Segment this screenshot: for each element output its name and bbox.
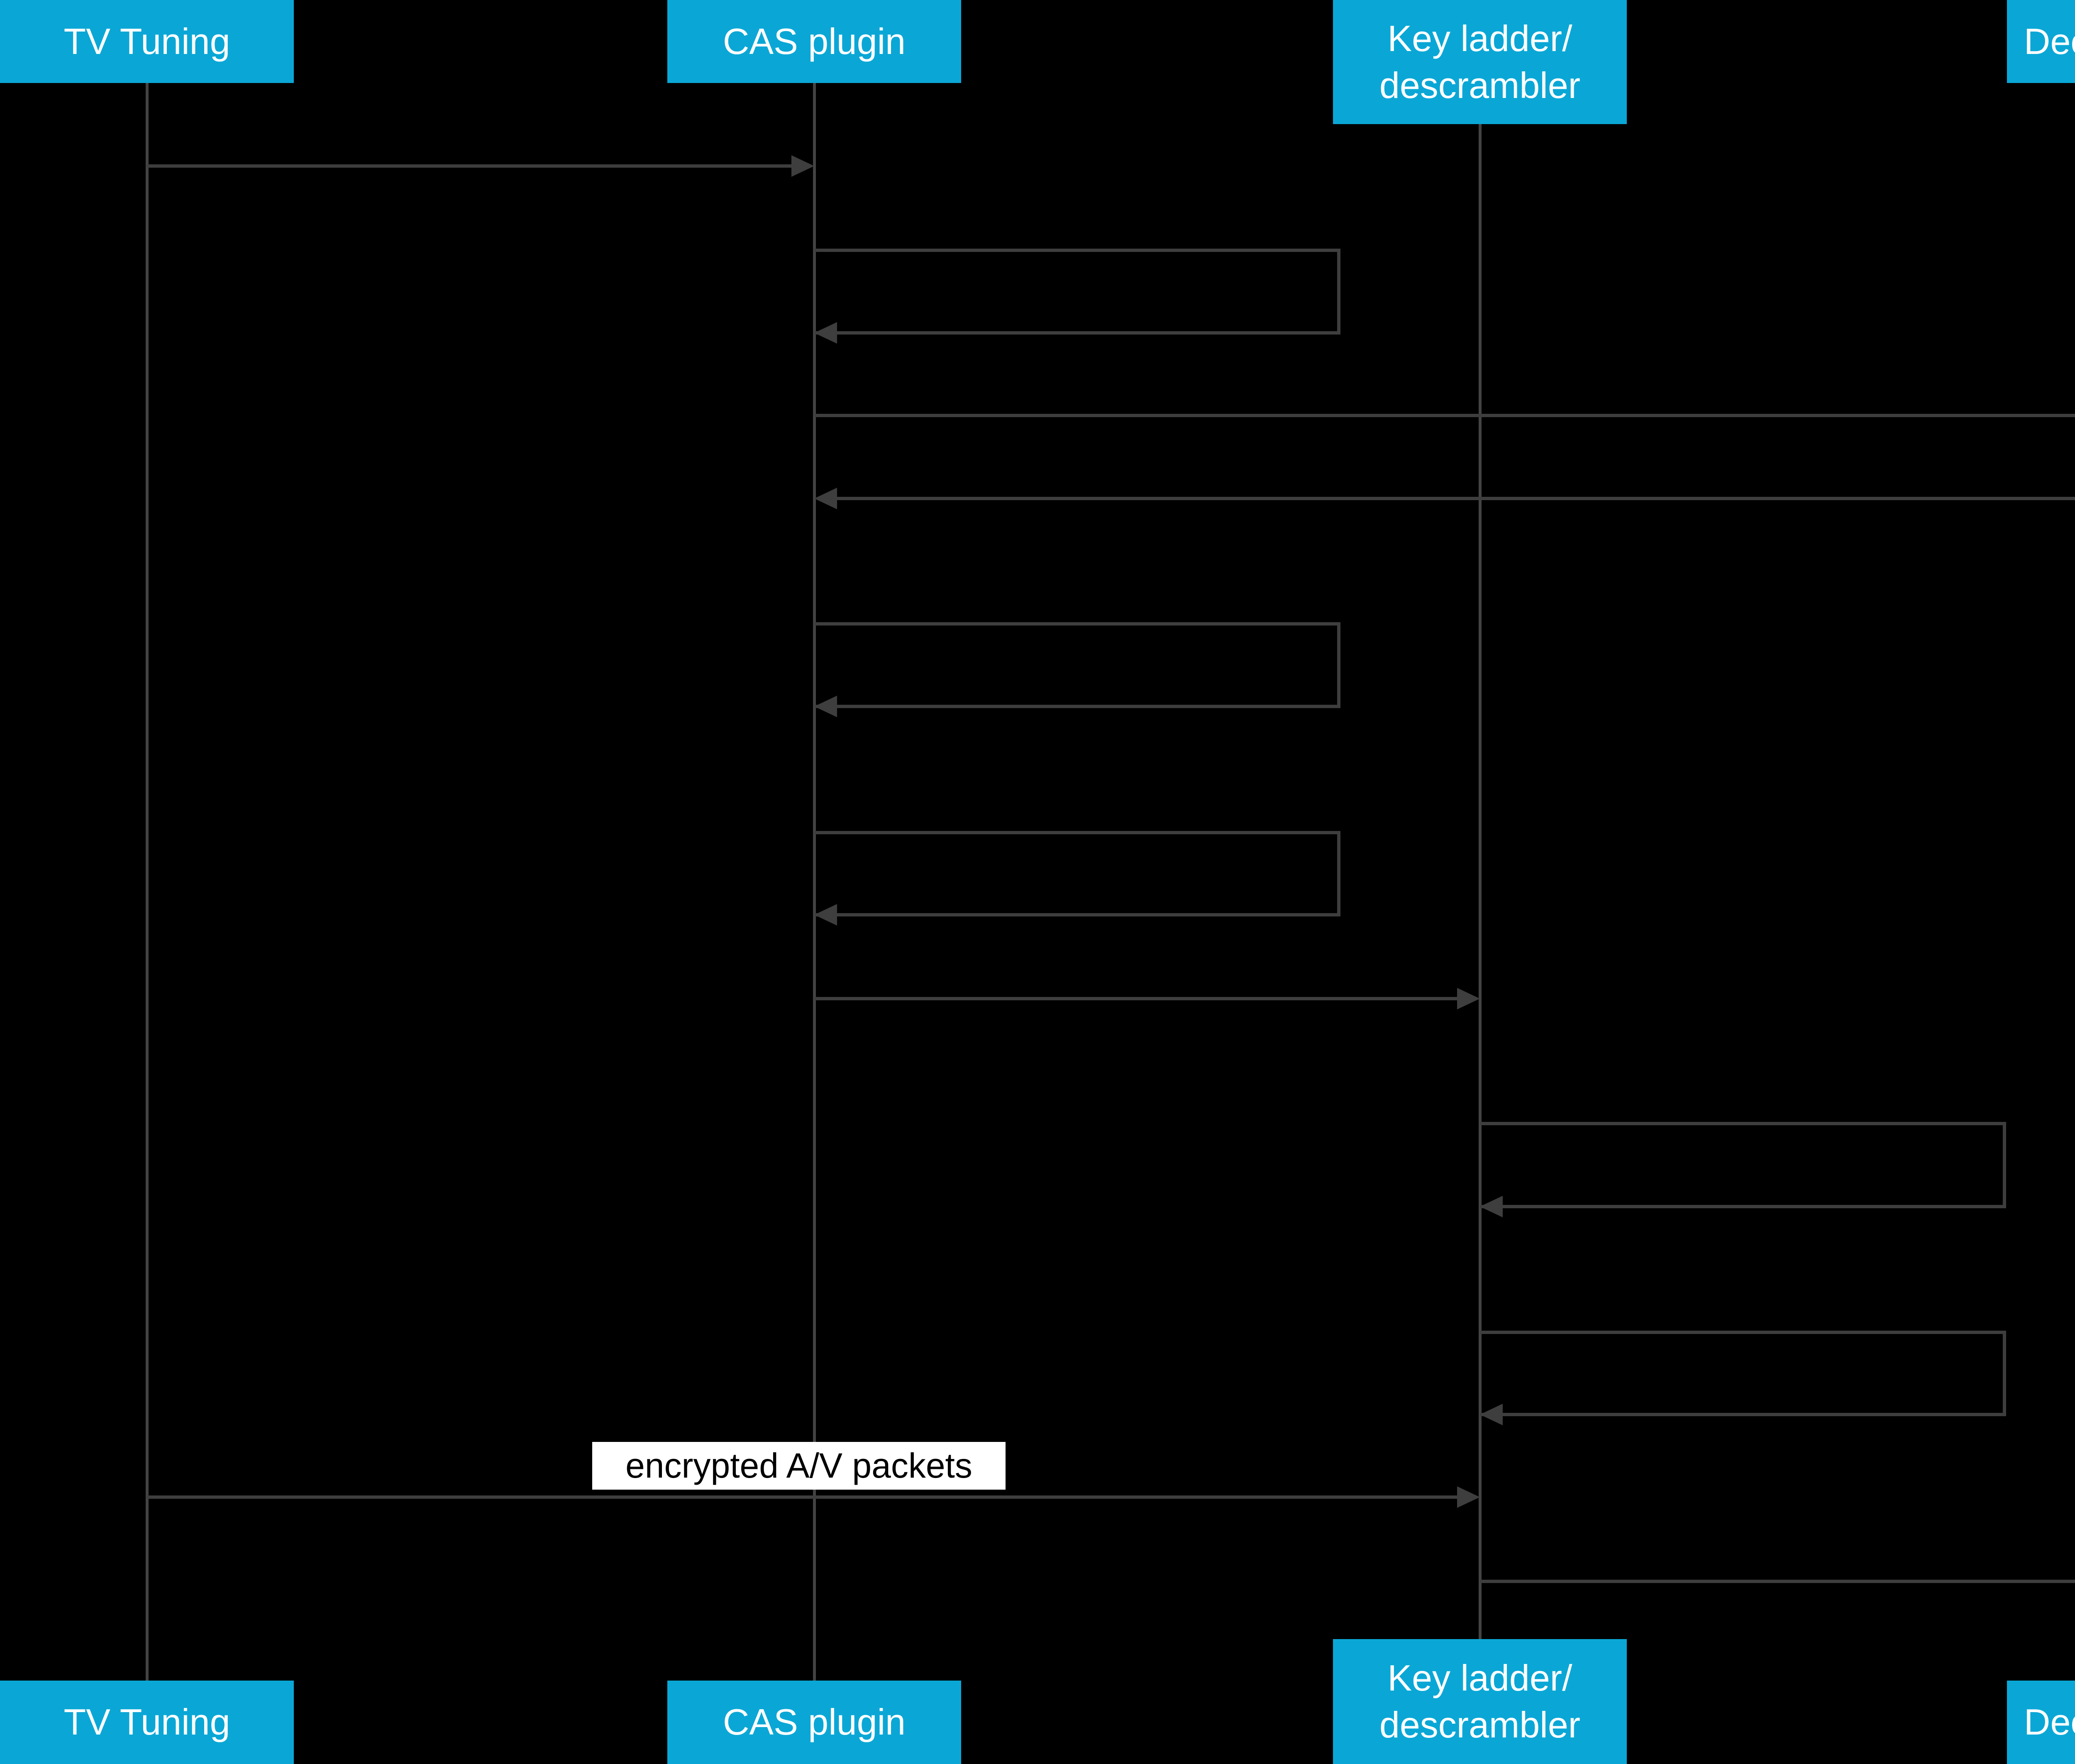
arrowhead xyxy=(1480,1404,1503,1425)
message-label-text: encrypted A/V packets xyxy=(625,1446,972,1485)
actor-bottom-box-key-ladder: Key ladder/ descrambler xyxy=(1333,1639,1627,1764)
message-arrow-line-6 xyxy=(814,997,1457,1000)
message-arrow-line-3 xyxy=(837,497,2075,500)
message-arrow-line-10 xyxy=(1480,1580,2075,1583)
message-arrow-line-0 xyxy=(147,164,791,168)
actor-label: Key ladder/ descrambler xyxy=(1379,17,1581,106)
self-message-loop-5 xyxy=(814,831,1340,916)
actor-label: TV Tuning xyxy=(63,20,230,62)
arrowhead xyxy=(1457,1486,1480,1508)
self-message-loop-4 xyxy=(814,622,1340,708)
self-message-loop-7 xyxy=(1480,1122,2006,1208)
self-message-loop-8 xyxy=(1480,1331,2006,1416)
arrowhead xyxy=(1480,1196,1503,1217)
lifeline-cas-plugin xyxy=(813,83,816,1681)
arrowhead xyxy=(814,488,837,509)
actor-label: Decode, display xyxy=(2024,20,2075,62)
actor-label: Decode, display xyxy=(2024,1701,2075,1743)
message-arrow-line-2 xyxy=(814,414,2075,417)
arrowhead xyxy=(814,696,837,717)
lifeline-tv-tuning xyxy=(145,83,149,1681)
arrowhead xyxy=(814,904,837,926)
actor-bottom-box-decode-display: Decode, display xyxy=(2007,1681,2075,1764)
message-arrow-line-9 xyxy=(147,1495,1457,1499)
actor-top-box-decode-display: Decode, display xyxy=(2007,0,2075,83)
arrowhead xyxy=(1457,988,1480,1009)
self-message-loop-1 xyxy=(814,249,1340,335)
message-label: encrypted A/V packets xyxy=(592,1442,1006,1490)
actor-top-box-tv-tuning: TV Tuning xyxy=(0,0,294,83)
actor-label: CAS plugin xyxy=(723,1701,906,1743)
actor-label: CAS plugin xyxy=(723,20,906,62)
actor-top-box-key-ladder: Key ladder/ descrambler xyxy=(1333,0,1627,124)
actor-top-box-cas-plugin: CAS plugin xyxy=(667,0,961,83)
arrowhead xyxy=(814,322,837,344)
actor-label: Key ladder/ descrambler xyxy=(1379,1657,1581,1745)
actor-bottom-box-tv-tuning: TV Tuning xyxy=(0,1681,294,1764)
arrowhead xyxy=(791,155,814,177)
actor-label: TV Tuning xyxy=(63,1701,230,1743)
actor-bottom-box-cas-plugin: CAS plugin xyxy=(667,1681,961,1764)
lifeline-key-ladder xyxy=(1478,124,1482,1639)
